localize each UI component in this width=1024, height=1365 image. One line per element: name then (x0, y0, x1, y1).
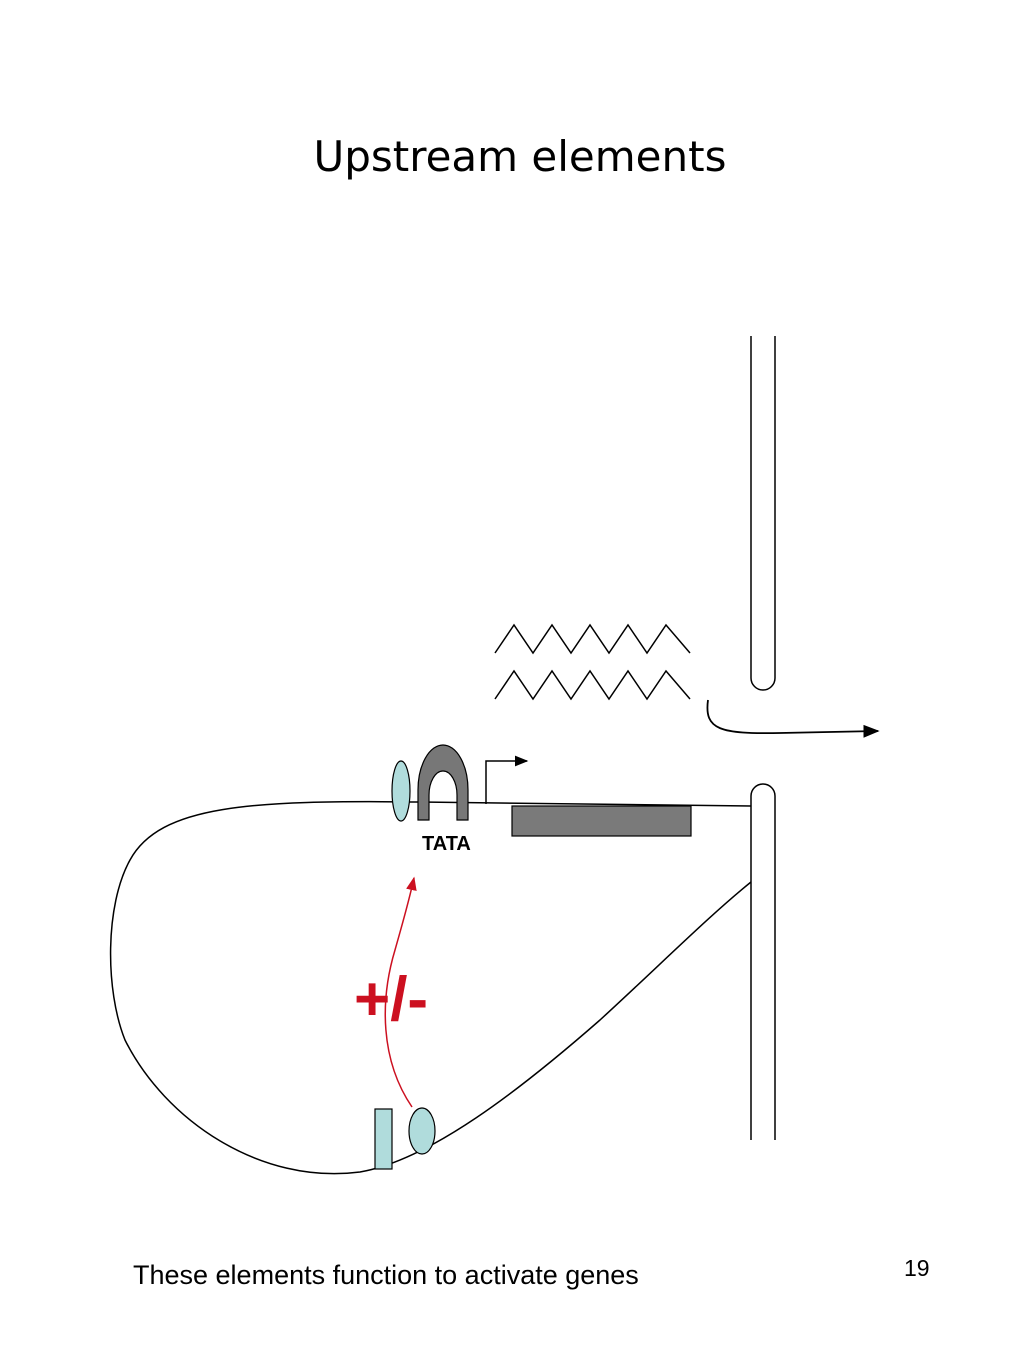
export-arrow (706, 699, 880, 738)
tata-label: TATA (422, 833, 471, 855)
membrane-lower-segment (750, 783, 776, 1140)
regulation-sign-label: +/- (354, 965, 428, 1034)
mrna-strand-upper (494, 623, 691, 655)
membrane-upper-segment (750, 336, 776, 691)
transcription-start-arrow (485, 755, 529, 804)
tata-binding-protein (417, 744, 469, 821)
upstream-factor-rectangle (374, 1108, 393, 1170)
dna-loop (109, 800, 752, 1175)
mrna-strand-lower (494, 669, 691, 701)
gene-coding-region (511, 805, 692, 837)
slide-caption: These elements function to activate gene… (133, 1260, 639, 1290)
upstream-factor-oval (408, 1107, 436, 1155)
promoter-factor-oval (391, 760, 411, 822)
page-number: 19 (904, 1255, 930, 1281)
slide-title: Upstream elements (313, 132, 727, 181)
regulation-arrow (384, 876, 417, 1108)
